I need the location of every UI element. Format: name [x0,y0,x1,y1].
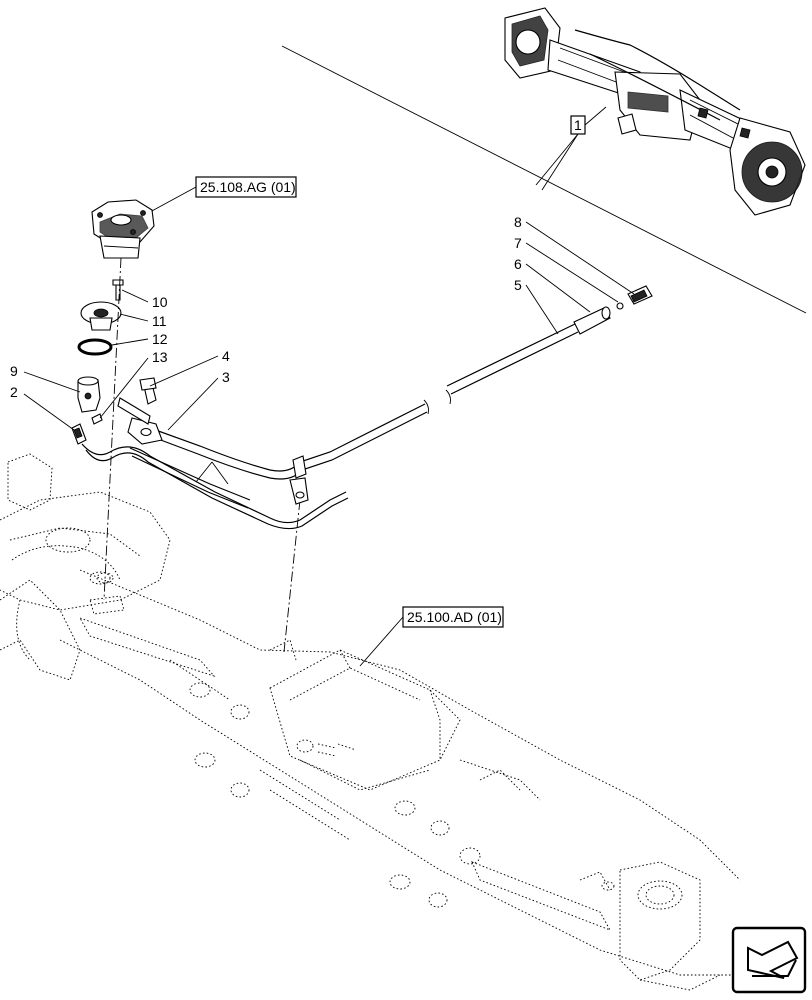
callout-2-label: 2 [10,384,18,400]
callout-4-label: 4 [222,348,230,364]
part-12-o-ring [77,338,113,356]
callout-9-label: 9 [10,363,18,379]
callout-11: 11 [119,313,167,329]
callout-13: 13 [99,349,168,419]
overview-separator-line [281,45,807,314]
part-11-flange [80,301,122,331]
part-8-connector [627,285,653,305]
callout-3-label: 3 [222,369,230,385]
callout-7: 7 [514,235,619,303]
part-10-bolt [112,279,124,301]
overview-callout-1-label: 1 [574,117,582,133]
callout-6-label: 6 [514,256,522,272]
part-7-fitting [616,302,624,310]
part-5-tube [446,323,579,395]
next-page-arrow-icon[interactable] [731,926,807,994]
part-3-tube-assembly [117,397,428,505]
overview-callout-1: 1 [535,106,607,191]
part-9-fitting [77,376,101,413]
callout-3: 3 [167,369,230,431]
upper-group-reference-label: 25.108.AG (01) [200,179,296,195]
callout-6: 6 [514,256,591,313]
callout-13-label: 13 [152,349,168,365]
tube-break-symbol [423,389,451,415]
axle-group-reference-label: 25.100.AD (01) [407,609,502,625]
callout-2: 2 [10,384,75,431]
part-2-elbow-fitting [71,423,87,445]
callout-8: 8 [514,214,635,295]
upper-support-housing [91,199,155,259]
callout-5: 5 [514,277,559,335]
callout-11-label: 11 [152,313,167,329]
callout-10: 10 [121,289,168,310]
flex-hose [81,443,349,530]
callout-7-label: 7 [514,235,522,251]
callout-9: 9 [10,363,81,393]
upper-group-reference: 25.108.AG (01) [149,176,297,213]
callout-12-label: 12 [152,331,168,347]
part-13-screw [91,413,103,425]
part-4-bolt [139,377,157,405]
assembly-line-upper [103,257,122,601]
axle-housing-phantom [0,453,741,991]
callout-5-label: 5 [514,277,522,293]
part-6-sleeve [573,306,611,335]
assembly-line-lower [283,499,301,653]
callout-8-label: 8 [514,214,522,230]
callout-10-label: 10 [152,294,168,310]
axle-group-reference: 25.100.AD (01) [359,606,504,667]
callout-12: 12 [111,331,168,347]
callout-4: 4 [149,348,230,387]
overview-axle-assembly [504,7,806,216]
